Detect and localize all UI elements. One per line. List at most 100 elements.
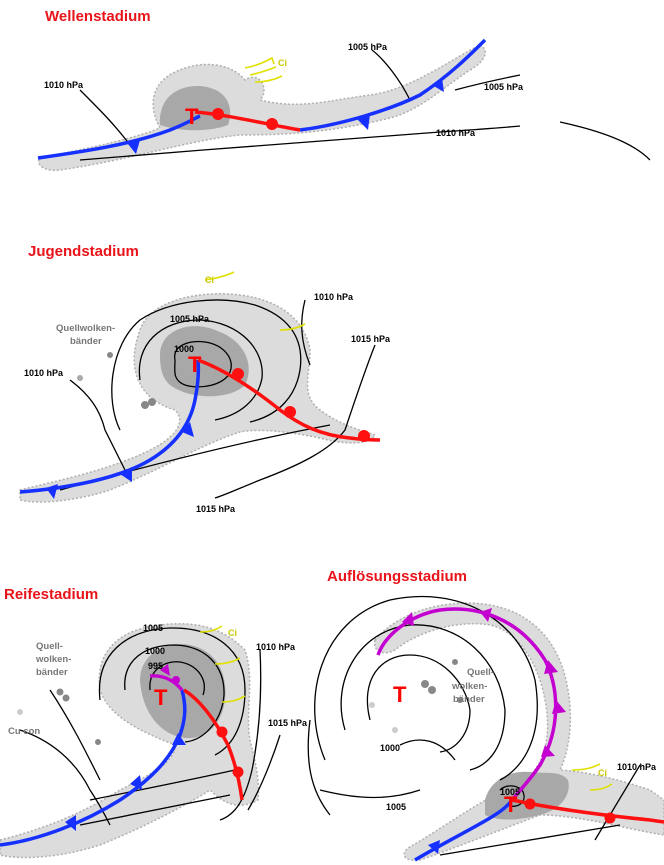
isobar [69,379,126,471]
isobar [371,49,411,101]
cirrus-symbol [249,66,277,76]
quellwolken-label: Quellwolken- [56,323,115,334]
quellwolken-label: bänder [453,694,485,705]
cumulus-cluster [95,739,101,745]
cumulus-cluster [392,727,398,733]
cold-front-triangle [172,733,186,745]
isobar-label: 1015 hPa [196,504,236,514]
isobar [138,319,263,421]
cumulus-cluster [457,697,463,703]
occlusion-front [149,674,184,692]
warm-front-bump [524,798,536,810]
cumulus-cluster [141,401,149,409]
cold-front-triangle [428,840,440,854]
cloud-band [38,44,486,172]
stage-title-aufloesung: Auflösungsstadium [327,568,468,585]
isobar-label: 1010 hPa [617,762,657,772]
cold-front-triangle [432,78,444,92]
isobar-label: 1010 hPa [436,128,476,138]
low-pressure-T: T [154,685,168,710]
cloud-band [19,293,377,503]
isobar-label: 1005 [500,787,520,797]
low-pressure-T: T [393,682,407,707]
occlusion-triangle [552,700,566,714]
cold-front-triangle [65,815,76,831]
cumulus-cluster [428,686,436,694]
cold-front-triangle [130,775,142,790]
isobar-label: 1000 [380,743,400,753]
isobar [454,74,521,91]
isobar [314,595,538,781]
cumulus-cluster [107,352,113,358]
isobar-label: 1010 hPa [24,368,64,378]
isobar-label: 1010 hPa [256,642,296,652]
warm-front-bump [216,726,228,738]
isobar [247,734,281,811]
cumulus-cluster [421,680,429,688]
isobar-label: 1005 [143,623,163,633]
occlusion-triangle [544,660,558,674]
cold-front-triangle [46,484,58,499]
stage-title-wellen: Wellenstadium [45,8,151,25]
occlusion-triangle [160,664,170,676]
cold-front [19,359,201,494]
cumulus-cluster [77,375,83,381]
isobar [559,121,651,161]
isobar-label: 1005 hPa [170,314,210,324]
isobar [174,340,232,388]
cold-front-triangle [356,114,370,130]
stage-aufloesung: Ci T T 1000 1005 1005 1010 hPa Quell- wo… [307,595,664,862]
cold-front [37,114,201,160]
quellwolken-label: wolken- [35,654,71,665]
isobar [49,689,101,781]
isobar [19,729,111,826]
quellwolken-label: bänder [36,667,68,678]
isobar [79,125,521,161]
cloud-core [159,85,231,131]
cumulus-cluster [452,659,458,665]
warm-front-bump [284,406,296,418]
stage-jugend: Ci T 1005 hPa 1000 1010 hPa 1010 hPa 101… [19,271,391,514]
cold-front-triangle [120,467,132,482]
occlusion-bump [172,676,180,684]
isobar [124,644,225,743]
warm-front [183,688,244,801]
cumulus-cluster [369,702,375,708]
warm-front-bump [358,430,370,442]
cumulus-cluster [62,694,70,702]
isobar-label: 1000 [145,646,165,656]
isobar [399,739,456,761]
isobar-label: 1005 hPa [348,42,388,52]
warm-front-bump [232,368,244,380]
warm-front-bump [232,766,244,778]
isobar-label: 1000 [174,344,194,354]
isobar-label: 1015 hPa [268,718,308,728]
ci-label: Ci [598,768,607,778]
isobar-label: 1015 hPa [351,334,391,344]
ci-label: Ci [278,58,287,68]
cold-front-triangle [182,422,194,437]
ci-label: Ci [228,628,237,638]
occlusion-triangle [541,745,555,757]
isobar-label: 1010 hPa [44,80,84,90]
isobar-label: 995 [148,661,163,671]
cirrus-symbol [204,271,235,281]
isobar [214,344,376,499]
quellwolken-label: bänder [70,336,102,347]
cirrus-symbol [199,625,223,633]
quellwolken-label: wolken- [451,681,487,692]
isobar [301,299,311,366]
stage-title-jugend: Jugendstadium [28,243,139,260]
cirrus-symbol [221,695,246,703]
stage-wellen: Ci T 1010 hPa 1005 hPa 1005 hPa 1010 hPa [37,38,651,172]
low-pressure-T: T [504,792,518,817]
cirrus-symbol [279,323,306,331]
low-pressure-T: T [185,104,199,129]
cumulus-cluster [56,688,64,696]
quellwolken-label: Quell- [36,641,63,652]
isobar [219,649,262,821]
stage-title-reife: Reifestadium [4,586,99,603]
warm-front-bump [604,812,616,824]
isobar [439,824,621,856]
